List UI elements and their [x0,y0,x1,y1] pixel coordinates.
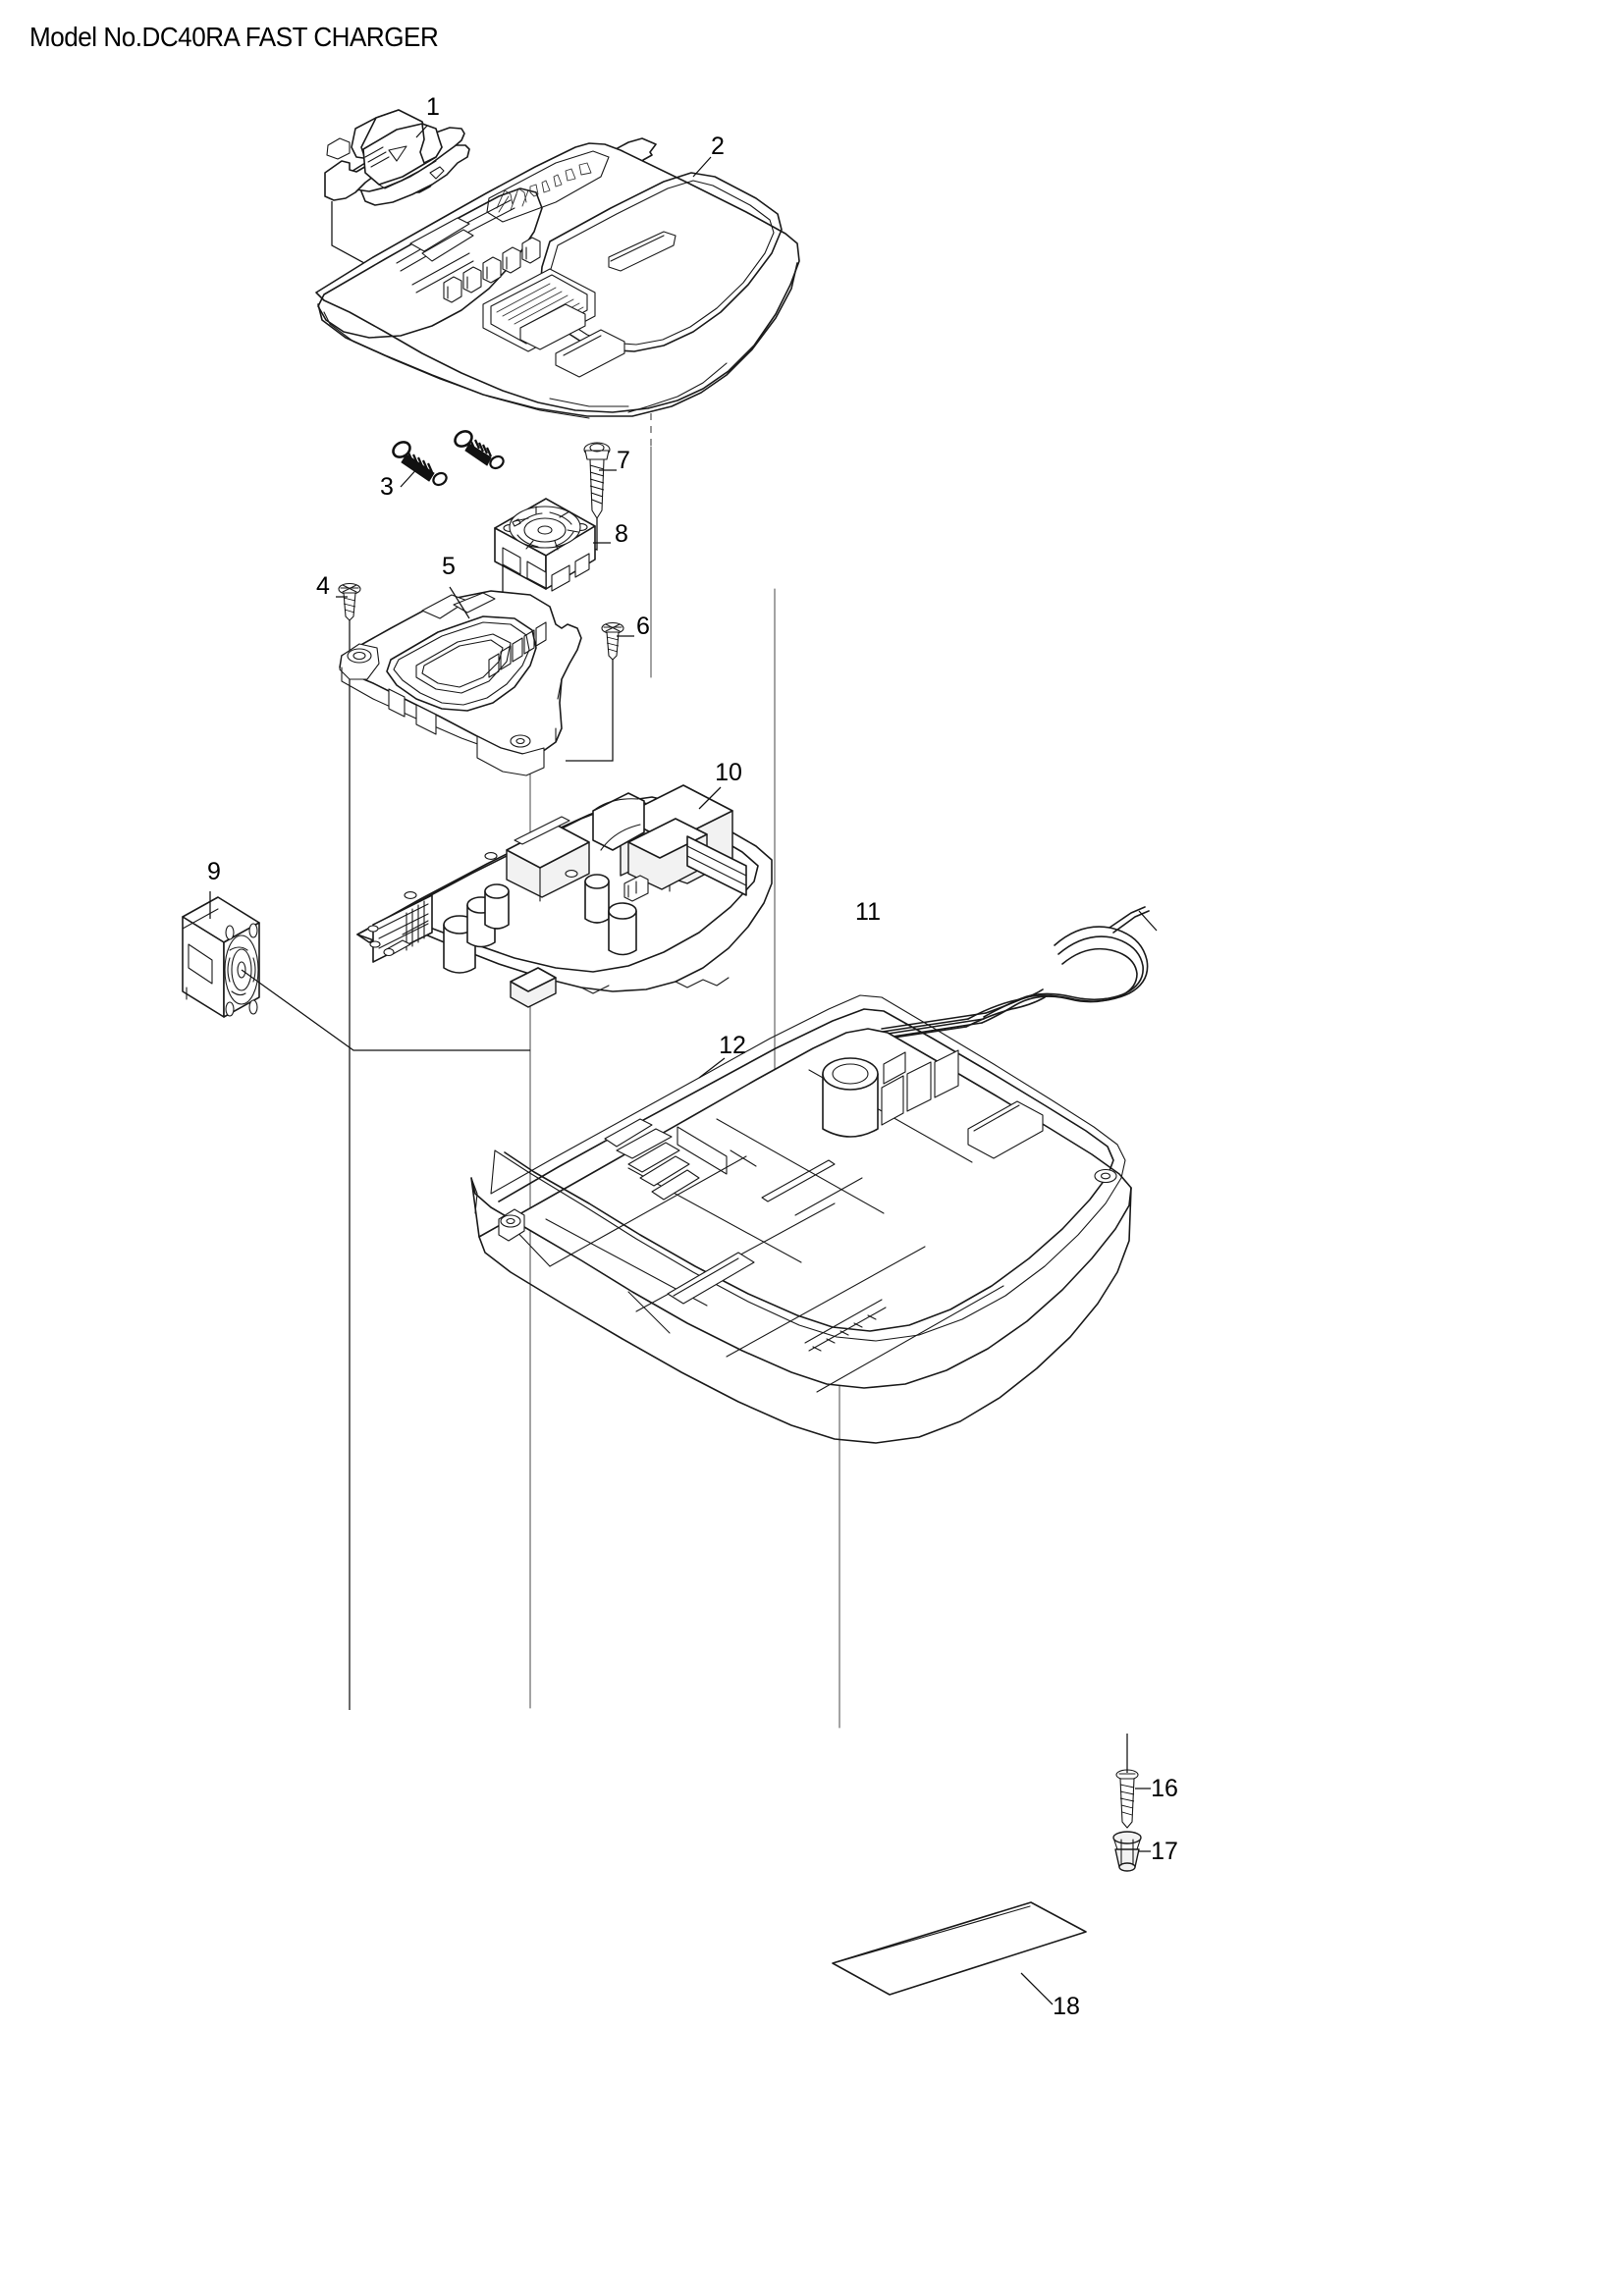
callout-17: 17 [1151,1838,1178,1865]
part-2-upper-housing [315,142,800,419]
callout-2: 2 [711,133,725,160]
capacitors-right [584,874,637,956]
battery-rails [604,1118,757,1201]
callout-16: 16 [1151,1775,1178,1802]
part-1-terminal-cover-detail [324,123,445,201]
callout-5: 5 [442,553,456,580]
callout-7: 7 [617,447,630,474]
callout-numbers: 1 2 3 4 5 6 7 8 9 10 11 12 16 17 18 [207,93,1178,2020]
part-4-tapping-screw [338,582,361,621]
callout-8: 8 [615,520,628,548]
callout-12: 12 [719,1032,746,1059]
callout-3: 3 [380,473,394,501]
callout-9: 9 [207,858,221,885]
part-9-cooling-fan-lower [182,896,260,1018]
page-title: Model No.DC40RA FAST CHARGER [29,22,439,52]
cord-entry-boss [822,1049,959,1138]
makita-logo [486,150,610,223]
callout-18: 18 [1053,1993,1080,2020]
part-7-fan-mounting-screw [583,442,611,519]
part-6-tapping-screw [601,621,624,661]
part-8-cooling-fan-upper [494,498,596,592]
callout-10: 10 [715,759,742,786]
part-11-power-cord [873,906,1150,1041]
capacitors [443,883,510,974]
terminal-contacts [443,237,541,303]
part-3-extension-spring-b [392,441,448,487]
part-18-name-plate [832,1901,1087,1996]
part-3-extension-spring-a [454,430,505,470]
part-16-screw [1115,1769,1139,1829]
part-10-control-pcb-assembly [356,784,773,1008]
part-12-base-housing [470,994,1132,1444]
callout-4: 4 [316,572,330,600]
part-17-rubber-foot [1112,1831,1142,1872]
part-5-inner-frame [339,590,582,776]
callout-11: 11 [855,898,881,926]
callout-1: 1 [426,93,440,121]
callout-6: 6 [636,613,650,640]
